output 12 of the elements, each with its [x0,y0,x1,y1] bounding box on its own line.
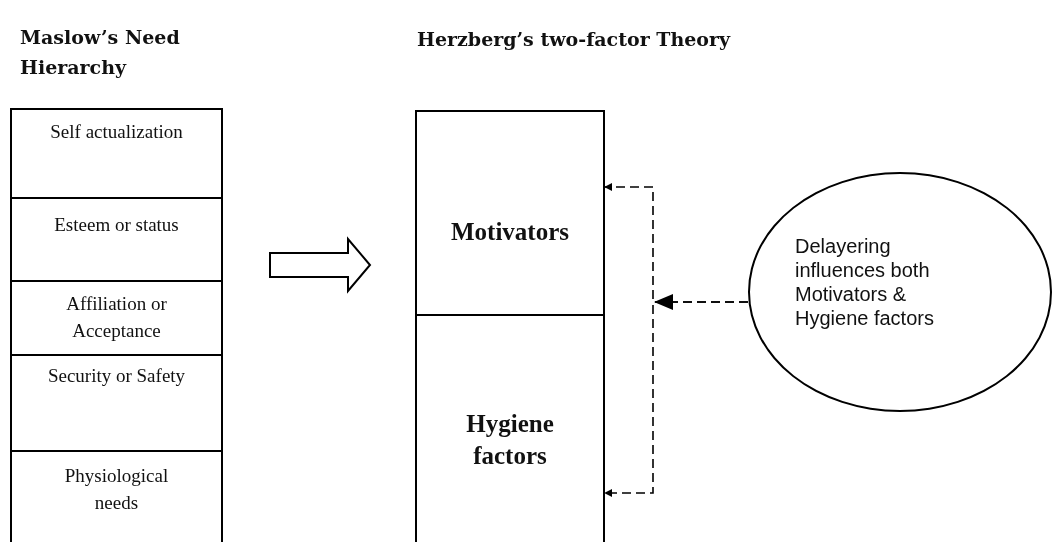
block-arrow [269,236,372,294]
level-label: Security or Safety [46,364,187,388]
factor-label: Motivators [450,217,570,247]
dashed-arrow [604,183,749,497]
column-heading: Herzberg’s two-factor Theory [417,27,732,52]
level-label: Self actualization [49,120,184,144]
note-text: Delayering influences both Motivators & Hygiene factors [795,234,935,330]
column-heading: Maslow’s Need Hierarchy [20,25,181,80]
factor-label: Hygiene factors [465,409,555,471]
level-label: Affiliation or Acceptance [65,292,168,343]
level-label: Esteem or status [53,213,180,237]
level-label: Physiological needs [63,464,170,515]
